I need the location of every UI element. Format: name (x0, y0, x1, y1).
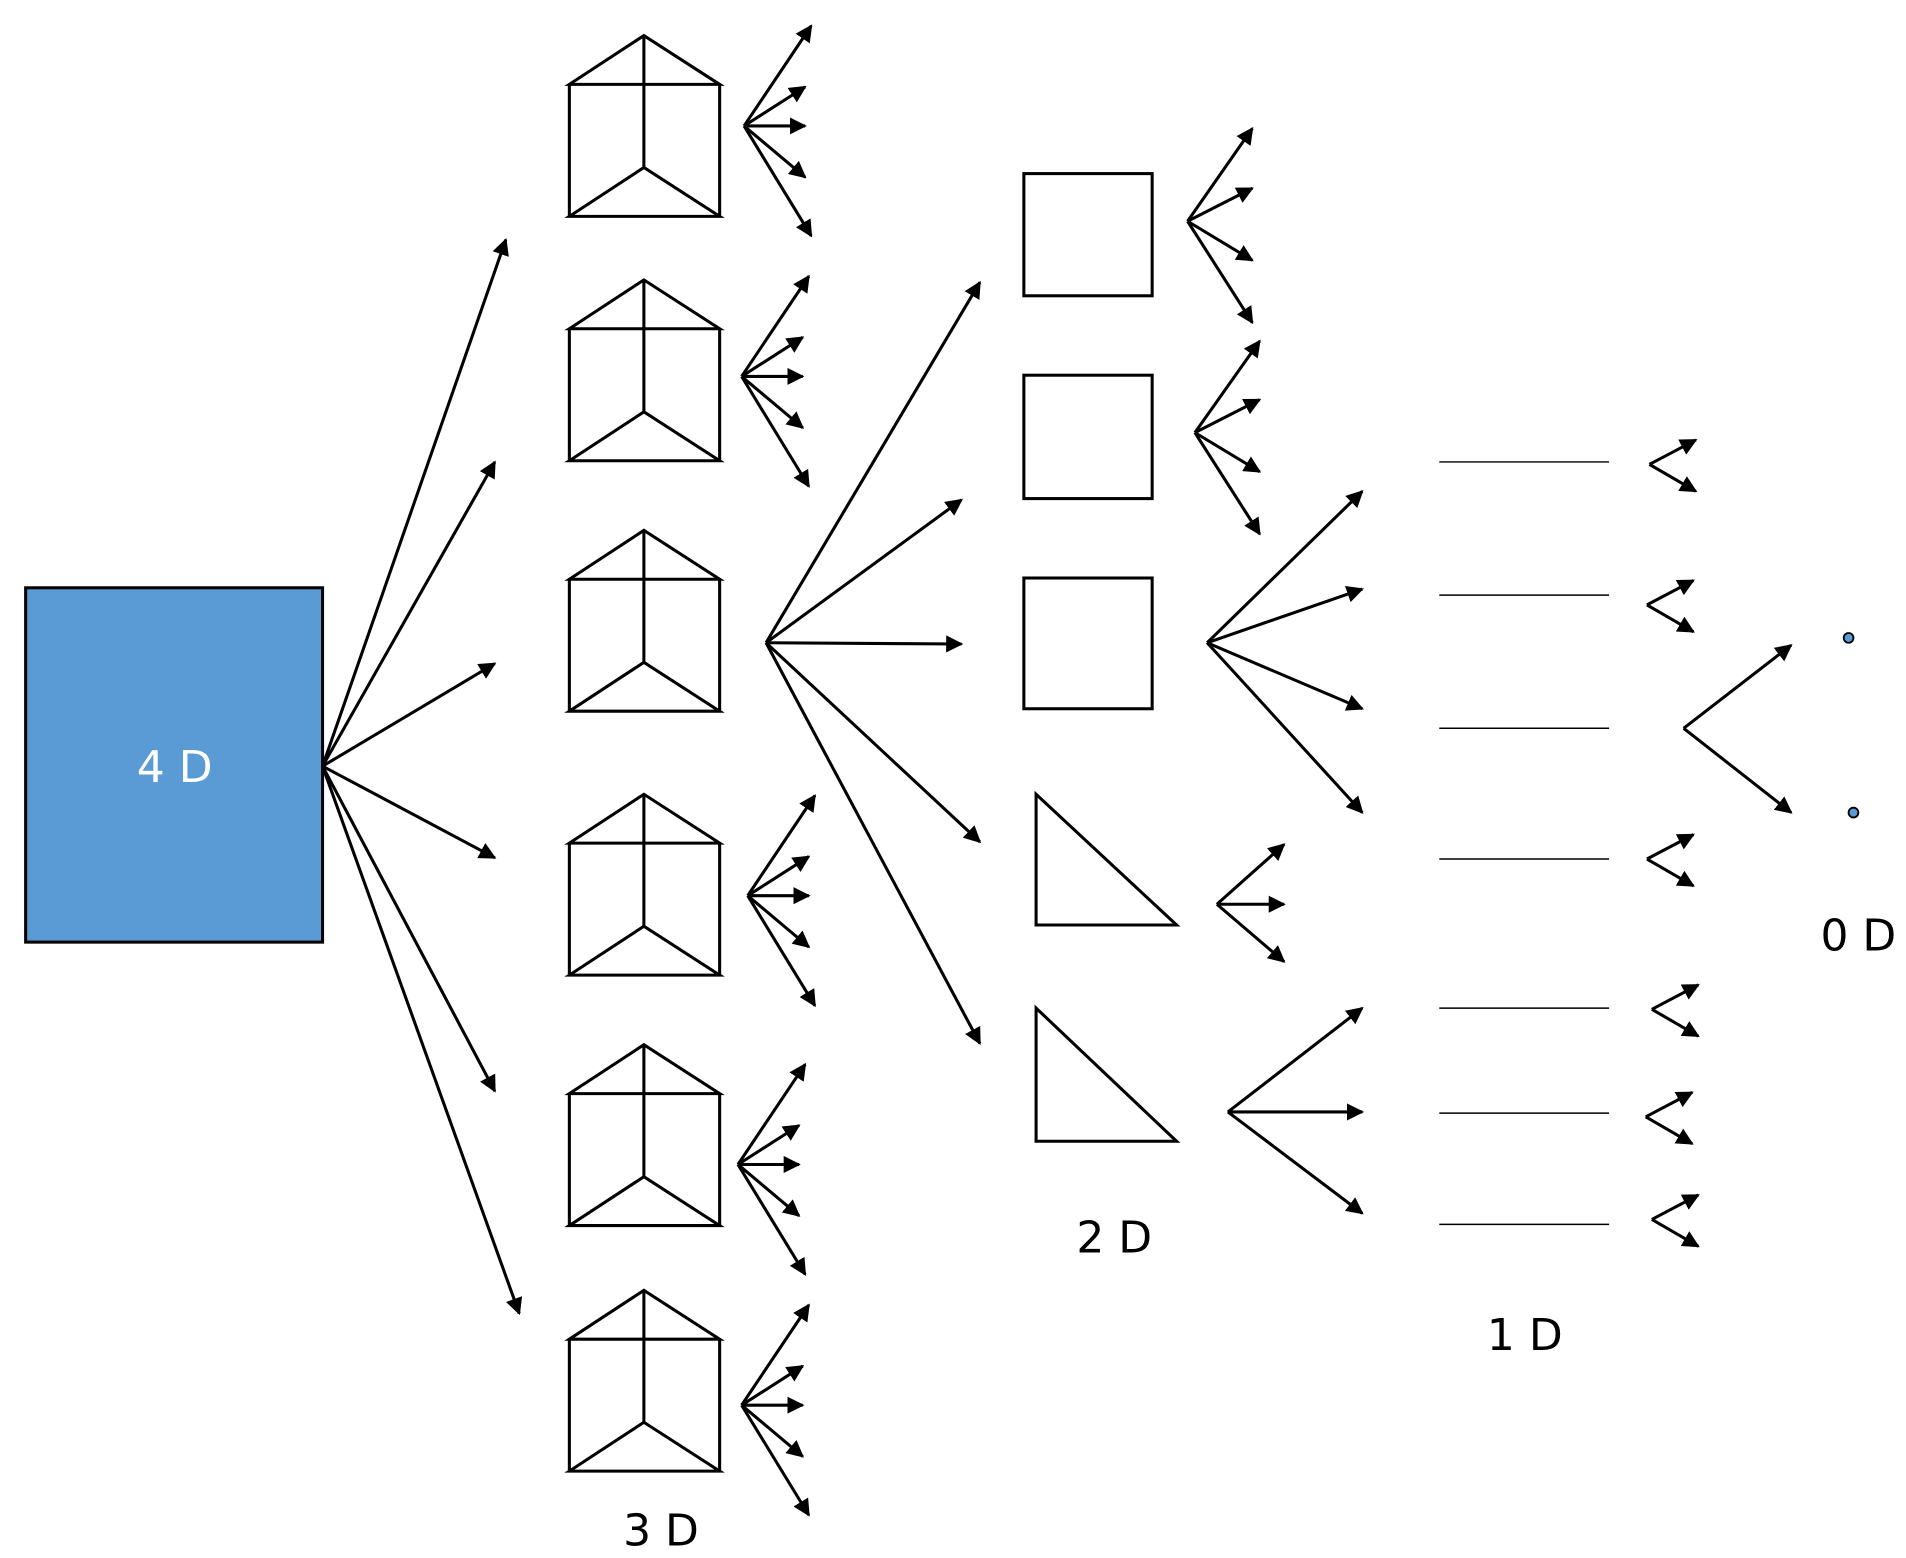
point-0d (1847, 806, 1860, 819)
arrow (740, 375, 805, 429)
arrow (743, 85, 807, 128)
arrow (1648, 463, 1698, 493)
square-2d (1022, 576, 1154, 711)
arrow (1194, 398, 1262, 434)
arrow (736, 1163, 801, 1217)
arrow (1206, 641, 1364, 814)
arrow (1646, 833, 1695, 861)
prisms-3d (564, 33, 725, 1473)
prism-3d (564, 528, 725, 713)
segments-1d (1439, 461, 1610, 1226)
arrow (746, 794, 817, 897)
arrow (740, 274, 811, 378)
arrow (321, 765, 523, 1316)
arrow (1644, 1115, 1694, 1146)
prism-3d (564, 1288, 725, 1473)
arrow (746, 894, 811, 949)
arrow (1186, 186, 1254, 223)
arrow (1206, 641, 1364, 711)
arrow (740, 1404, 805, 1458)
arrow (1646, 603, 1695, 634)
prism-3d (564, 278, 725, 463)
arrow (746, 894, 817, 1008)
arrow (746, 855, 811, 897)
arrow (766, 635, 964, 653)
arrow (742, 24, 813, 127)
arrow (765, 641, 982, 844)
arrow (1645, 1091, 1694, 1119)
label-3d: 3 D (623, 1506, 699, 1557)
arrow (765, 498, 963, 645)
arrow (736, 1163, 807, 1276)
arrow (736, 1062, 807, 1166)
arrow (1651, 1193, 1700, 1221)
arrow (740, 375, 811, 488)
triangle-2d (1034, 1004, 1181, 1143)
arrow (1215, 843, 1286, 906)
arrow (1651, 1218, 1700, 1248)
arrow (1194, 431, 1262, 474)
arrow (737, 1124, 801, 1166)
arrow (1186, 126, 1254, 223)
label-2d: 2 D (1076, 1212, 1152, 1263)
arrow (1206, 585, 1364, 645)
triangle-2d (1034, 790, 1181, 927)
arrow (743, 124, 807, 179)
label-4d: 4 D (137, 742, 213, 793)
arrow (321, 460, 497, 767)
arrow (1682, 644, 1793, 730)
arrow (321, 237, 509, 767)
arrow (1193, 339, 1261, 434)
arrow (1646, 857, 1695, 888)
arrow (1648, 438, 1698, 466)
point-0d (1842, 632, 1855, 644)
arrow (740, 336, 805, 378)
arrow (742, 125, 813, 238)
label-0d: 0 D (1820, 911, 1896, 962)
arrow (321, 764, 497, 860)
arrow (1226, 1006, 1364, 1114)
arrow (1646, 579, 1695, 607)
arrow (764, 642, 982, 1046)
prism-3d (564, 792, 725, 977)
arrow (764, 280, 982, 644)
points-0d (1842, 632, 1860, 819)
arrow (740, 1364, 805, 1407)
arrows-group (321, 24, 1793, 1517)
arrow (321, 662, 497, 768)
square-2d (1022, 172, 1154, 298)
prism-3d (564, 33, 725, 218)
hypercube-4d: 4 D (24, 586, 325, 944)
arrow (1215, 903, 1286, 963)
arrow (1651, 983, 1700, 1011)
arrow (1193, 431, 1261, 536)
arrow (1682, 727, 1793, 814)
arrow (1186, 219, 1254, 262)
squares-2d (1022, 172, 1181, 1143)
arrow (1226, 1110, 1364, 1215)
square-2d (1022, 373, 1154, 501)
arrow (1186, 220, 1254, 325)
label-1d: 1 D (1487, 1310, 1563, 1361)
arrow (740, 1404, 811, 1517)
arrow (1206, 490, 1364, 644)
arrow (1651, 1007, 1700, 1038)
arrow (740, 1303, 811, 1407)
prism-3d (564, 1042, 725, 1228)
arrow (321, 765, 497, 1093)
